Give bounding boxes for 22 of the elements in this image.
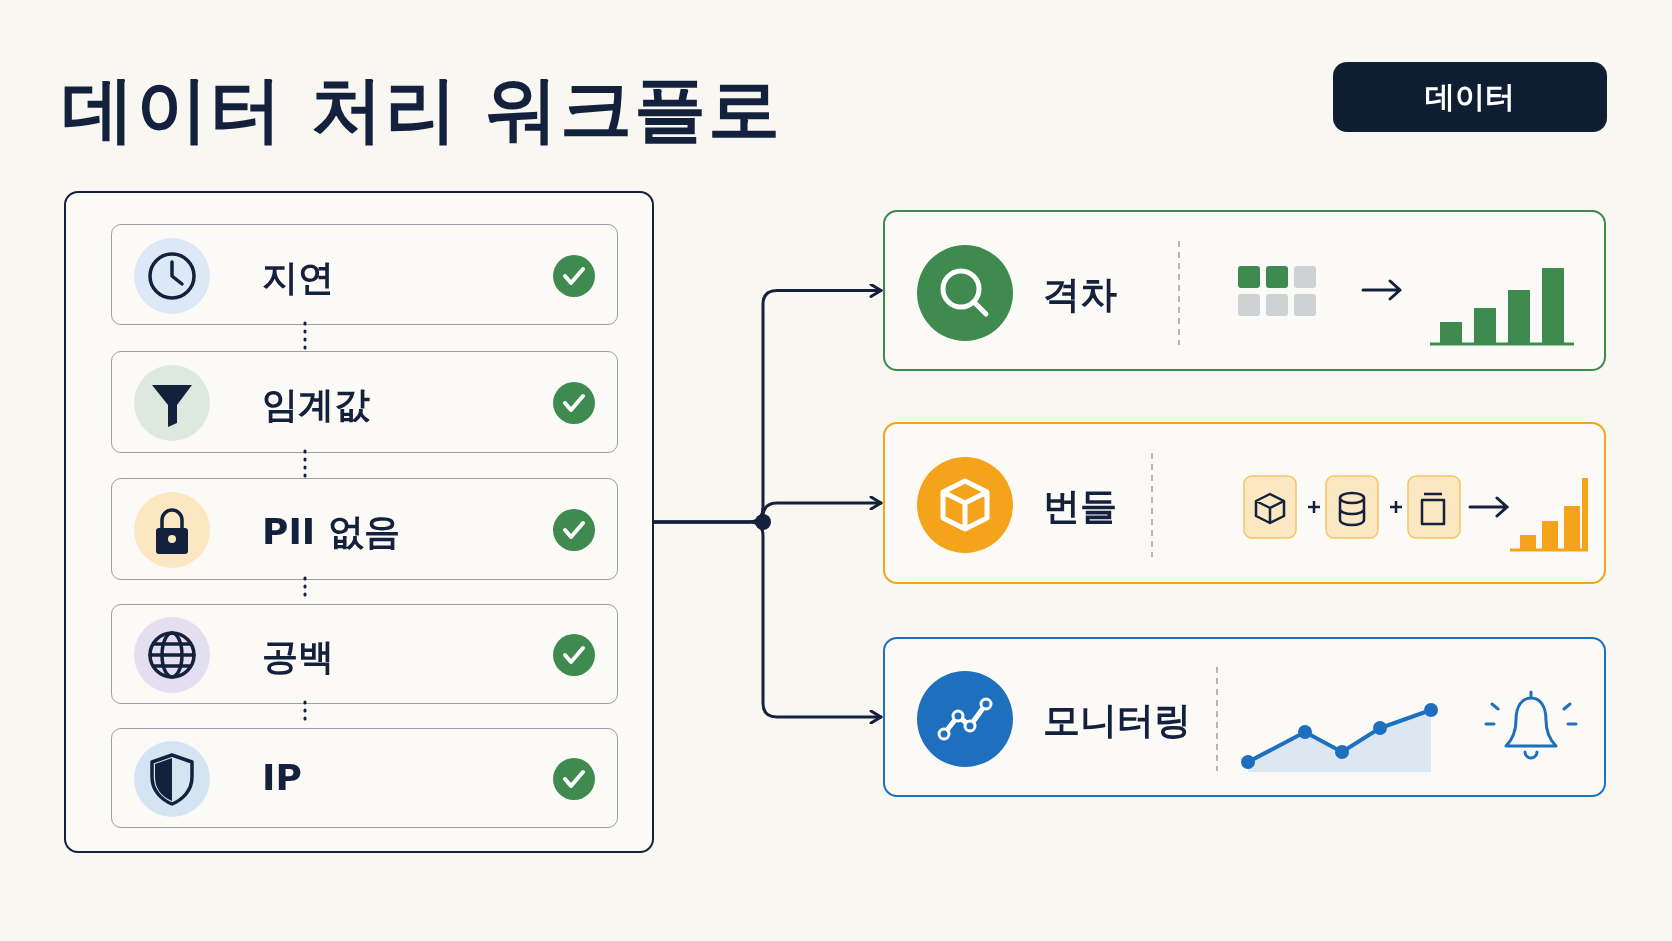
step-card	[111, 351, 618, 453]
step-card	[111, 478, 618, 580]
card-label: 임계값	[262, 383, 370, 427]
result-card	[883, 210, 1606, 371]
step-card	[111, 224, 618, 325]
step-card	[111, 728, 618, 828]
card-label: 모니터링	[1043, 698, 1191, 744]
card-label: 번들	[1043, 484, 1117, 530]
panel	[64, 191, 654, 853]
dotted-connector	[303, 321, 307, 351]
step-card	[111, 604, 618, 704]
arrow	[652, 520, 883, 725]
card-label: 격차	[1043, 271, 1117, 318]
card-label: 공백	[262, 635, 334, 679]
title: 데이터 처리 워크플로	[62, 66, 783, 153]
card-label: IP	[262, 757, 302, 798]
card-label: PII 없음	[262, 510, 400, 554]
result-card	[883, 637, 1606, 797]
result-card	[883, 422, 1606, 584]
badge: 데이터	[1333, 62, 1607, 132]
card-label: 지연	[262, 255, 334, 300]
dotted-connector	[303, 449, 307, 478]
